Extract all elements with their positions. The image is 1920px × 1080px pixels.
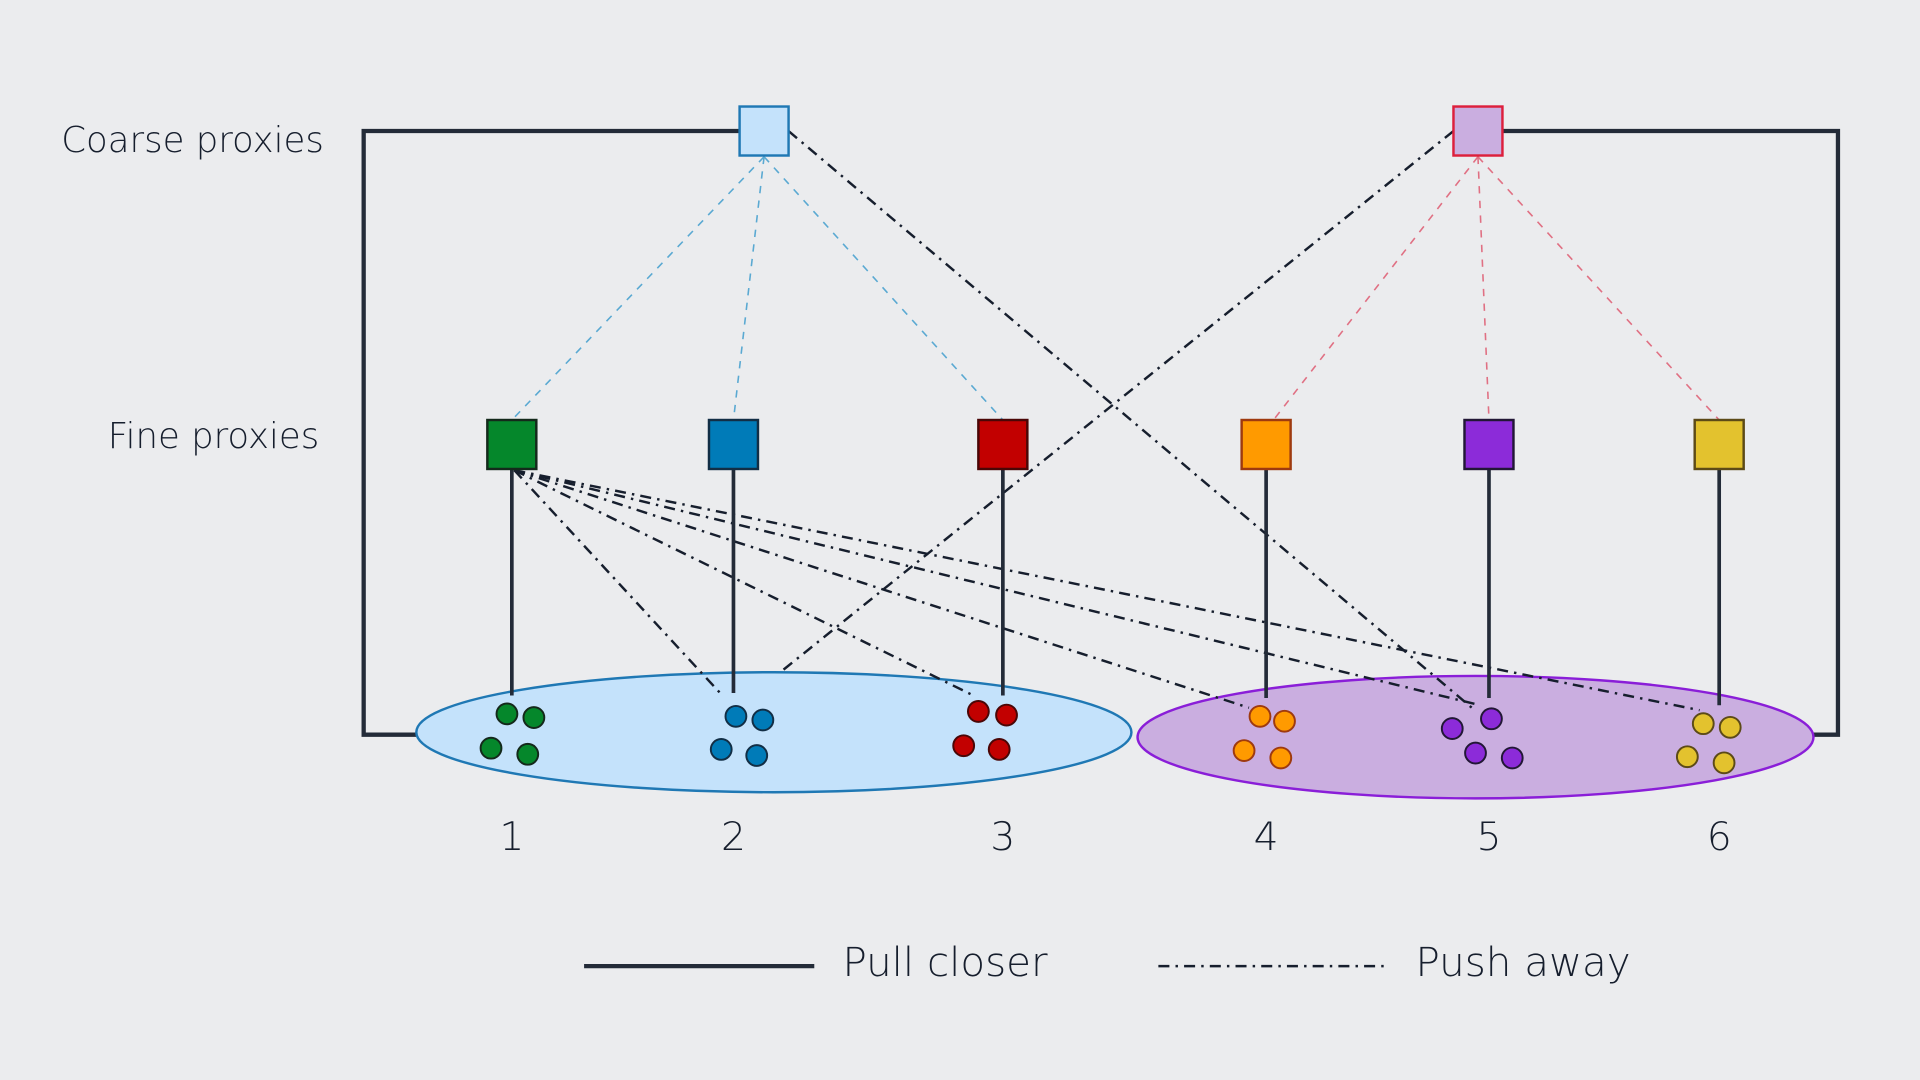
sample-dot xyxy=(1691,712,1715,736)
class-label-2: 2 xyxy=(721,815,746,860)
push-line-coarse-blue-to-5 xyxy=(787,130,1473,709)
coarse-purple-bracket-line xyxy=(1502,128,1841,737)
fine-proxy-5[interactable] xyxy=(1463,418,1515,471)
hierarchy-link-purple-5 xyxy=(1477,156,1490,421)
push-line-fine1-to-5 xyxy=(513,469,1476,706)
sample-dot xyxy=(724,704,748,728)
sample-dot xyxy=(479,736,503,760)
sample-dot xyxy=(952,734,976,758)
pull-lines xyxy=(510,468,1722,706)
class-label-1: 1 xyxy=(499,815,524,860)
sample-dot xyxy=(1480,707,1503,731)
sample-dot xyxy=(751,708,775,732)
samples-6 xyxy=(1675,712,1742,775)
legend-push-label: Push away xyxy=(1416,938,1631,986)
sample-dot xyxy=(1675,745,1699,769)
samples-4 xyxy=(1232,704,1296,770)
fine-proxy-6[interactable] xyxy=(1693,418,1745,471)
class-label-5: 5 xyxy=(1477,815,1502,860)
push-line-coarse-purple-to-2 xyxy=(778,130,1455,675)
hierarchy-link-purple-4 xyxy=(1272,156,1479,421)
hierarchy-link-blue-3 xyxy=(763,156,1004,421)
sample-dot xyxy=(516,742,540,766)
sample-dot xyxy=(966,700,990,723)
coarse-proxies-label: Coarse proxies xyxy=(61,120,324,161)
push-line-fine1-to-4 xyxy=(513,469,1250,709)
class-label-4: 4 xyxy=(1254,815,1279,860)
hierarchy-link-blue-1 xyxy=(511,156,765,421)
sample-dot xyxy=(1273,709,1296,733)
sample-dot xyxy=(1232,739,1256,762)
sample-dot xyxy=(522,706,546,729)
samples-1 xyxy=(479,702,546,766)
coarse-proxy-purple[interactable] xyxy=(1452,105,1504,157)
coarse-cluster-purple xyxy=(1136,674,1815,800)
sample-dot xyxy=(1718,715,1742,739)
samples-5 xyxy=(1440,707,1524,770)
legend-pull-label: Pull closer xyxy=(842,938,1048,986)
sample-dot xyxy=(709,738,733,761)
hierarchy-link-blue-2 xyxy=(732,156,765,421)
coarse-proxy-blue[interactable] xyxy=(738,105,790,157)
sample-dot xyxy=(1500,746,1524,770)
fine-proxy-1[interactable] xyxy=(486,418,538,471)
push-line-fine1-to-6 xyxy=(514,469,1700,712)
sample-dot xyxy=(1269,746,1293,770)
fine-proxy-3[interactable] xyxy=(977,418,1029,471)
sample-dot xyxy=(495,702,519,726)
push-line-fine1-to-3 xyxy=(513,469,975,697)
hierarchy-link-purple-6 xyxy=(1477,156,1720,421)
sample-dot xyxy=(745,744,769,767)
samples-2 xyxy=(709,704,775,767)
sample-dot xyxy=(1464,741,1487,765)
sample-dot xyxy=(1440,717,1464,740)
class-label-6: 6 xyxy=(1707,815,1732,860)
samples-3 xyxy=(952,700,1018,761)
sample-dot xyxy=(995,703,1018,727)
class-label-3: 3 xyxy=(990,815,1015,860)
sample-dot xyxy=(1248,704,1272,728)
coarse-blue-bracket-line xyxy=(361,128,740,737)
coarse-cluster-blue xyxy=(415,671,1133,794)
sample-dot xyxy=(1712,751,1736,775)
sample-dot xyxy=(987,738,1011,761)
fine-proxy-2[interactable] xyxy=(707,418,760,471)
fine-proxy-4[interactable] xyxy=(1240,418,1292,471)
fine-proxies-label: Fine proxies xyxy=(108,416,320,457)
legend: Pull closer Push away xyxy=(584,938,1631,986)
